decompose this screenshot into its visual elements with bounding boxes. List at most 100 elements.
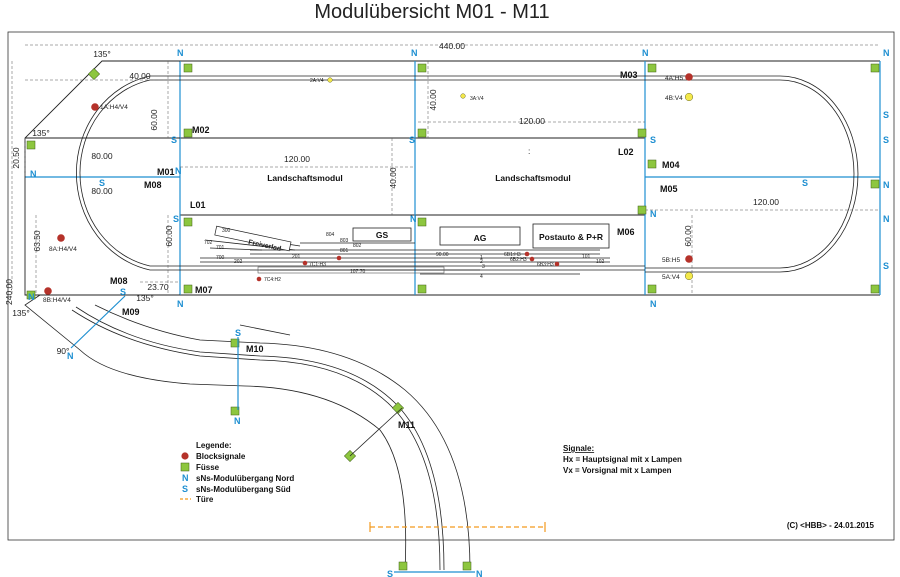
signals: 1A:H4/V4 2A:V4 3A:V4 4A:H5 4B:V4 5B:H5 5… <box>43 73 694 304</box>
marker-s-880a: S <box>883 110 889 120</box>
track-numbers: 300 702 701 700 202 201 804 803 802 801 … <box>204 228 605 280</box>
m11-divider <box>349 407 403 457</box>
marker-n-m07: N <box>177 299 184 309</box>
signal-6b1: 6B1:H3 <box>504 252 521 258</box>
marker-n-880b: N <box>883 180 890 190</box>
signal-4a: 4A:H5 <box>665 75 683 82</box>
marker-s-l01: S <box>173 214 179 224</box>
legend-block-icon <box>181 452 189 460</box>
track-90: 90.00 <box>436 252 449 258</box>
legend-sued: sNs-Modulübergang Süd <box>196 485 291 494</box>
legend-fuesse: Füsse <box>196 463 220 472</box>
signal-dot-4a <box>685 73 693 81</box>
marker-n-bottom: N <box>476 569 483 577</box>
signal-6b3: 6B3:H3 <box>537 262 554 268</box>
marker-n-bottom-left: N <box>28 292 35 302</box>
marker-s-880c: S <box>883 261 889 271</box>
dim-left-top: 40.00 <box>129 71 151 81</box>
module-l02: L02 <box>618 147 634 157</box>
angle-bottom-left: 135° <box>12 308 30 318</box>
signal-1a: 1A:H4/V4 <box>100 104 128 111</box>
signal-5a: 5A:V4 <box>662 274 680 281</box>
track-1: 1 <box>480 255 483 261</box>
legend-fuesse-icon <box>180 462 190 472</box>
landschaft-left: Landschaftsmodul <box>267 173 343 183</box>
signal-legend-title: Signale: <box>563 444 594 453</box>
track-3: 3 <box>482 264 485 270</box>
marker-n-m10: N <box>234 416 241 426</box>
dim-total-width: 440.00 <box>439 41 465 51</box>
dim-63-50: 63.50 <box>32 230 42 252</box>
track-300: 300 <box>222 228 231 234</box>
dim-240: 240.00 <box>4 279 14 305</box>
module-m09: M09 <box>122 307 140 317</box>
signal-dot-7c2 <box>336 255 342 261</box>
marker-s-m02: S <box>171 135 177 145</box>
landschaft-right: Landschaftsmodul <box>495 173 571 183</box>
marker-n-645b: N <box>650 209 657 219</box>
signal-dot-5a <box>684 271 694 281</box>
dim-mid-120: 120.00 <box>284 154 310 164</box>
freiverlad-building <box>214 225 292 252</box>
ns-markers: N N N N S S S S S N S N S N N S N N N N … <box>28 48 890 577</box>
legend-title: Legende: <box>196 441 232 450</box>
signal-8a: 8A:H4/V4 <box>49 246 77 253</box>
module-m02: M02 <box>192 125 210 135</box>
track-4: 4 <box>480 274 483 280</box>
module-transitions <box>70 295 475 573</box>
marker-n-left: N <box>30 169 37 179</box>
marker-n-m01: N <box>175 166 182 176</box>
angle-90: 90° <box>57 346 70 356</box>
dim-m02-60: 60.00 <box>149 109 159 131</box>
l02-colon: : <box>528 146 530 156</box>
dim-left-80a: 80.00 <box>91 151 113 161</box>
track-803: 803 <box>340 238 349 244</box>
signal-6b2: 6B2:H3 <box>510 257 527 263</box>
legend-nord-icon: N <box>182 473 189 483</box>
signal-dot-7c1 <box>302 260 308 266</box>
marker-n-180: N <box>177 48 184 58</box>
baseboards <box>24 60 881 296</box>
marker-s-m09: S <box>120 287 126 297</box>
signal-legend-vx: Vx = Vorsignal mit x Lampen <box>563 466 672 475</box>
dim-top-40: 40.00 <box>428 89 438 111</box>
track-2: 2 <box>480 259 483 265</box>
marker-n-880: N <box>883 48 890 58</box>
signal-8b: 8B:H4/V4 <box>43 297 71 304</box>
marker-s-left: S <box>99 178 105 188</box>
legend-nord: sNs-Modulübergang Nord <box>196 474 294 483</box>
signal-legend-hx: Hx = Hauptsignal mit x Lampen <box>563 455 682 464</box>
signal-dot-6b1 <box>524 251 530 257</box>
dim-right-120: 120.00 <box>753 197 779 207</box>
signal-5b: 5B:H5 <box>662 257 680 264</box>
legend-block: Blocksignale <box>196 452 246 461</box>
track-layout <box>24 75 859 571</box>
angle-top-left: 135° <box>93 49 111 59</box>
marker-n-880c: N <box>883 214 890 224</box>
marker-s-645a: S <box>650 135 656 145</box>
marker-n-645c: N <box>650 299 657 309</box>
dim-top-120: 120.00 <box>519 116 545 126</box>
module-m11: M11 <box>398 420 415 430</box>
signal-dot-8a <box>57 234 65 242</box>
marker-n-415b: N <box>410 214 417 224</box>
track-802: 802 <box>353 243 362 249</box>
track-702: 702 <box>204 240 213 246</box>
ag-building <box>439 226 521 246</box>
module-m06: M06 <box>617 227 635 237</box>
marker-s-m10: S <box>235 328 241 338</box>
dim-20-50: 20.50 <box>11 147 21 169</box>
room-frame <box>7 31 895 541</box>
marker-n-645: N <box>642 48 649 58</box>
marker-s-m05: S <box>802 178 808 188</box>
station-buildings <box>214 223 610 274</box>
ag-label: AG <box>474 233 487 243</box>
signal-dot-3a <box>460 93 466 99</box>
signal-7c4: 7C4:H2 <box>264 277 281 283</box>
module-m04: M04 <box>662 160 680 170</box>
track-202: 202 <box>234 259 243 265</box>
module-m07: M07 <box>195 285 213 295</box>
dim-right-60: 60.00 <box>683 225 693 247</box>
door <box>369 522 546 532</box>
